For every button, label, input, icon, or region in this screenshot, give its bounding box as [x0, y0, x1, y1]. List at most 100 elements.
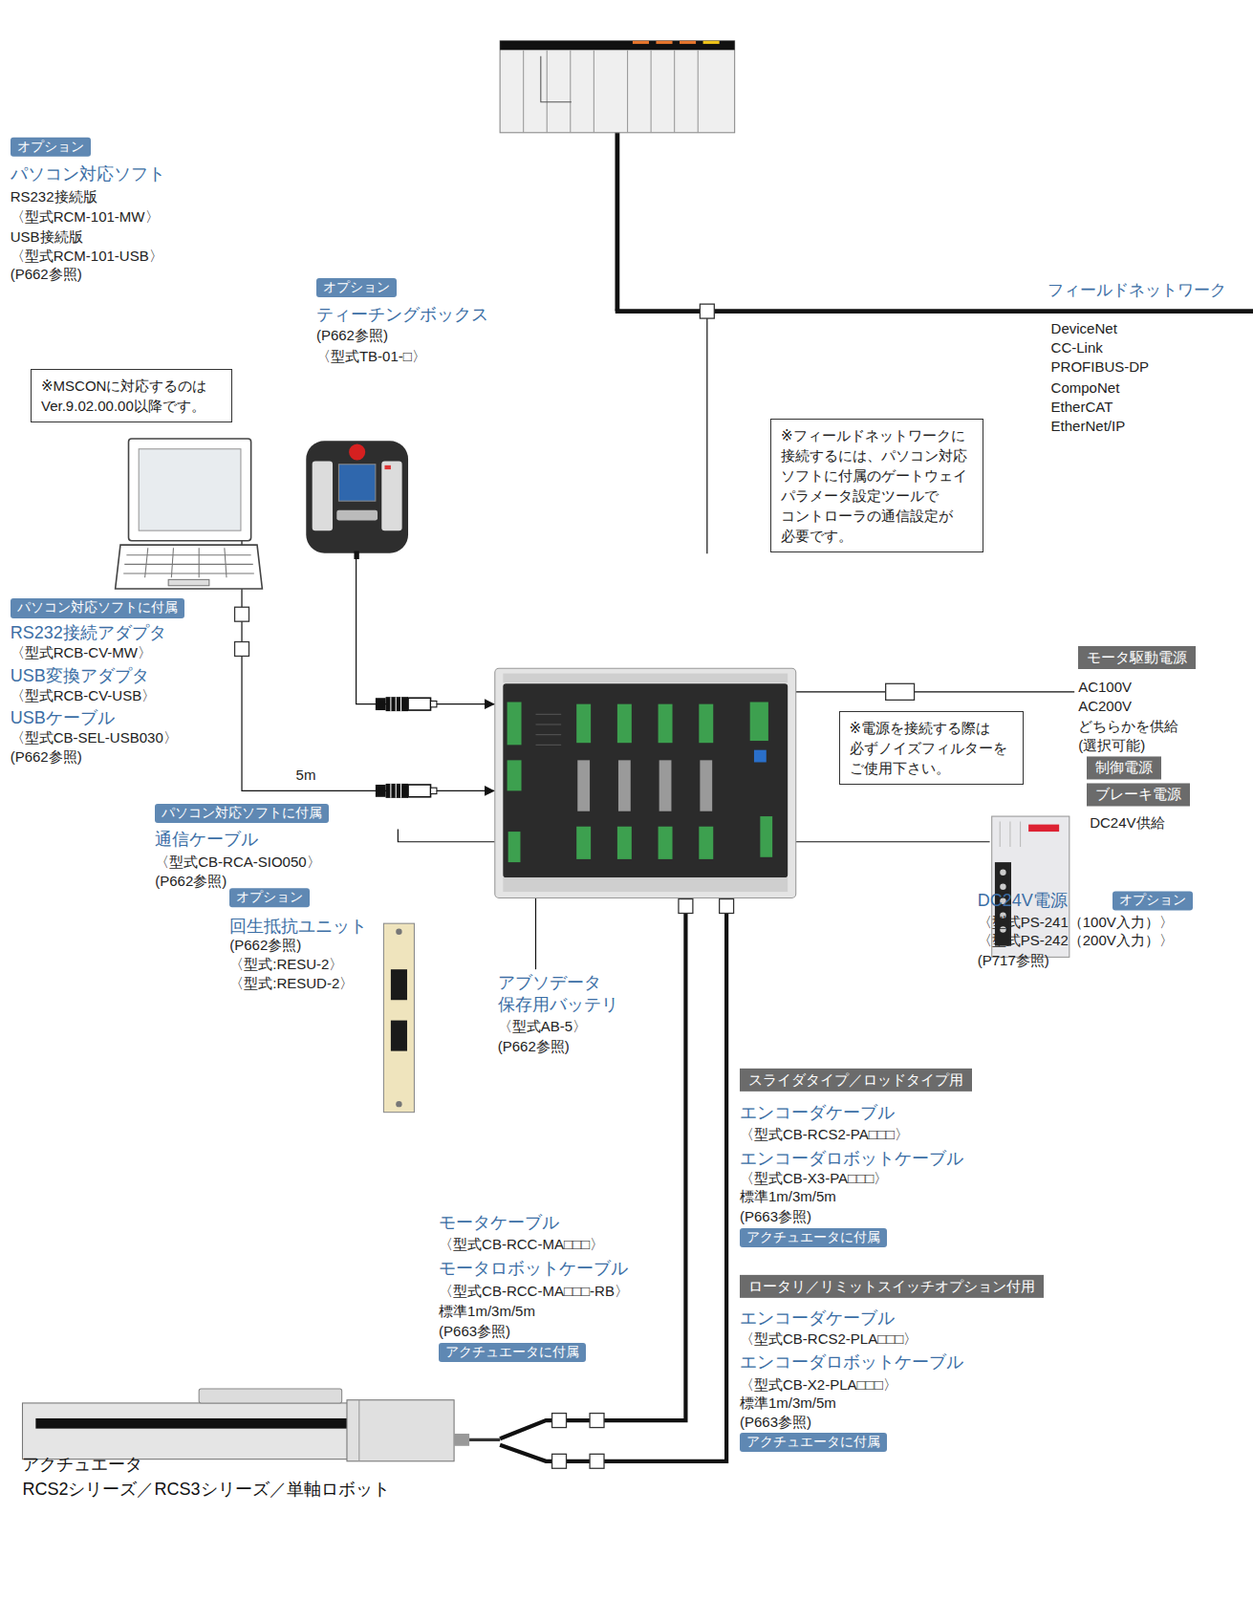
- plug-symbol: [395, 696, 397, 712]
- laptop-picture: [138, 449, 241, 531]
- spec-text: どちらかを供給: [1078, 716, 1196, 736]
- teaching-box-picture: [336, 510, 378, 521]
- plc-rack-picture: [546, 49, 548, 132]
- spec-text: 〈型式CB-RCC-MA□□□〉: [438, 1235, 605, 1254]
- illustration-group: [21, 41, 1069, 1470]
- plc-rack-picture: [569, 49, 571, 132]
- option-badge: オプション: [10, 137, 91, 157]
- spec-text: 標準1m/3m/5m: [739, 1394, 837, 1413]
- controller-picture: [508, 831, 521, 863]
- plug-symbol: [408, 697, 431, 711]
- controller-picture: [507, 759, 522, 791]
- noise-filter-symbol: [885, 683, 915, 700]
- spec-text: 標準1m/3m/5m: [739, 1188, 837, 1207]
- spec-text: 〈型式RCM-101-MW〉: [10, 208, 160, 227]
- section-header: 制御電源: [1086, 756, 1162, 779]
- option-badge: オプション: [316, 278, 397, 298]
- section-header: モータ駆動電源: [1078, 646, 1196, 670]
- controller-picture: [658, 704, 673, 744]
- laptop-picture: [126, 554, 251, 556]
- cable-connector-symbol: [552, 1413, 567, 1428]
- spec-text: (選択可能): [1078, 735, 1196, 756]
- spec-text: PROFIBUS-DP: [1051, 358, 1150, 377]
- teaching-box-picture: [384, 465, 390, 470]
- spec-text: (P663参照): [739, 1207, 812, 1226]
- controller-picture: [535, 723, 562, 725]
- heading-text: フィールドネットワーク: [1047, 280, 1227, 302]
- spec-text: AC100V: [1078, 677, 1196, 697]
- spec-text: RS232接続版: [10, 188, 98, 207]
- teaching-box-picture: [305, 440, 409, 560]
- option-badge: アクチュエータに付属: [739, 1228, 887, 1248]
- option-badge: アクチュエータに付属: [739, 1431, 887, 1451]
- laptop-picture: [129, 438, 252, 541]
- plc-rack-picture: [626, 49, 628, 132]
- plc-rack-picture: [593, 49, 595, 132]
- spec-text: DC24V供給: [1089, 815, 1165, 834]
- note-box: ※電源を接続する際は 必ずノイズフィルターを ご使用下さい。: [839, 711, 1024, 785]
- option-badge: パソコン対応ソフトに付属: [10, 598, 185, 618]
- teaching-box-picture: [312, 461, 333, 532]
- heading-text: 回生抵抗ユニット: [229, 915, 368, 938]
- plc-rack-picture: [673, 49, 675, 132]
- regen-resistor-picture: [390, 1020, 408, 1052]
- heading-text: アブソデータ 保存用バッテリ: [497, 972, 626, 1016]
- power-supply-picture: [1019, 820, 1021, 847]
- controller-picture: [535, 734, 562, 735]
- controller-picture: [617, 826, 632, 860]
- motor-power: モータ駆動電源AC100VAC200Vどちらかを供給(選択可能): [1074, 643, 1200, 759]
- spec-text: (P663参照): [739, 1413, 812, 1432]
- plc-rack-picture: [499, 41, 735, 133]
- heading-text: モータロボットケーブル: [438, 1257, 628, 1280]
- laptop-picture: [124, 563, 254, 565]
- plc-rack-picture: [650, 49, 652, 132]
- controller-picture: [618, 759, 631, 811]
- controller-picture: [750, 702, 769, 742]
- actuator-picture: [469, 1438, 500, 1442]
- controller-picture: [617, 704, 632, 744]
- spec-text: CC-Link: [1051, 339, 1103, 358]
- controller-picture: [754, 750, 767, 763]
- spec-text: 標準1m/3m/5m: [438, 1301, 536, 1320]
- plc-rack-picture: [679, 41, 696, 44]
- controller-picture: [577, 759, 590, 811]
- spec-text: (P662参照): [154, 872, 227, 891]
- spec-text: 〈型式TB-01-□〉: [316, 346, 427, 366]
- spec-text: DeviceNet: [1051, 319, 1118, 338]
- plug-symbol: [408, 784, 431, 798]
- backup-battery: アブソデータ 保存用バッテリ〈型式AB-5〉(P662参照): [494, 969, 629, 1059]
- spec-text: 〈型式CB-X2-PLA□□□〉: [739, 1375, 898, 1394]
- spec-text: (P662参照): [10, 265, 83, 284]
- actuator-picture: [453, 1433, 470, 1447]
- plc-rack: PLC: [499, 0, 735, 87]
- controller: [495, 553, 797, 783]
- spec-text: 〈型式RCM-101-USB〉: [10, 247, 164, 266]
- controller-picture: [698, 704, 713, 744]
- controller-picture: [576, 826, 591, 860]
- spec-text: 〈型式PS-242（200V入力）〉: [977, 931, 1174, 951]
- spec-text: 〈型式AB-5〉: [497, 1016, 626, 1037]
- plc-rack-picture: [499, 41, 735, 51]
- spec-text: 〈型式CB-RCS2-PLA□□□〉: [739, 1329, 918, 1348]
- junction-box: [699, 303, 714, 319]
- plug-symbol: [400, 783, 402, 799]
- option-badge: オプション: [229, 887, 310, 908]
- dc24v-power-supply: 制御電源ブレーキ電源DC24V供給DC24V電源オプション〈型式PS-241（1…: [990, 736, 1072, 886]
- power-supply-picture: [999, 869, 1006, 876]
- controller-picture: [659, 759, 672, 811]
- teaching-box-picture: [305, 440, 409, 553]
- plc-rack-picture: [632, 41, 649, 44]
- plc-rack-picture: [655, 41, 672, 44]
- plug-symbol: [386, 696, 409, 712]
- plug-symbol: [389, 783, 391, 799]
- power-supply-picture: [999, 820, 1001, 847]
- controller-picture: [502, 877, 788, 892]
- laptop-picture: [198, 547, 200, 578]
- regen-resistor-picture: [395, 1101, 402, 1107]
- controller-picture: [535, 713, 562, 715]
- plug-symbol: [431, 700, 437, 707]
- heading-text: エンコーダケーブル: [739, 1307, 895, 1330]
- actuator-picture: [21, 1403, 359, 1460]
- regen-resistor: オプション回生抵抗ユニット(P662参照)〈型式:RESU-2〉〈型式:RESU…: [382, 828, 415, 1018]
